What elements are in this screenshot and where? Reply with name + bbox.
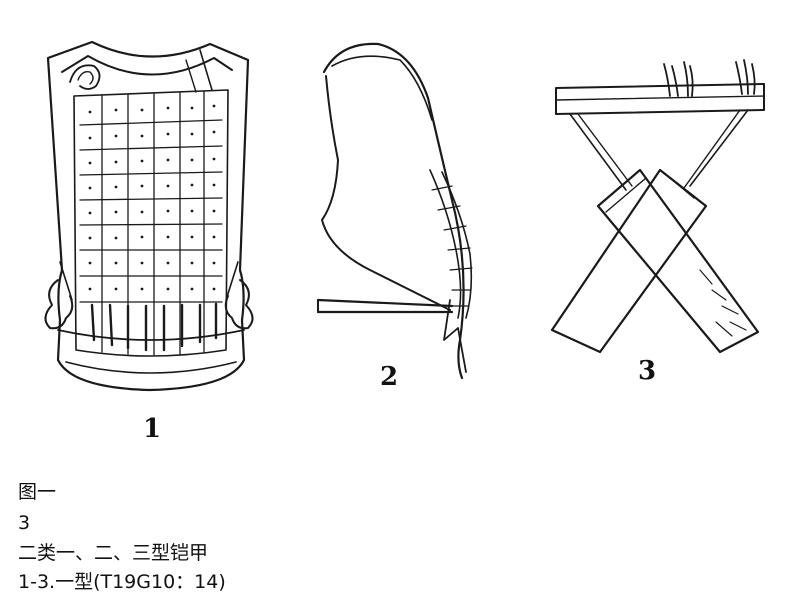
drawing-3-crossed-panels (550, 59, 765, 354)
caption-number: 3 (18, 512, 31, 534)
caption-description: 二类一、二、三型铠甲 (18, 542, 209, 564)
armor-figure: 1 2 3 (44, 40, 765, 444)
drawing-1-armor-front (44, 40, 254, 392)
caption-figure-title: 图一 (18, 481, 57, 503)
panel-label-1: 1 (143, 414, 162, 444)
panel-label-3: 3 (638, 356, 657, 386)
panel-label-2: 2 (380, 362, 399, 392)
armor-drawings (44, 40, 765, 392)
drawing-2-armor-side (316, 42, 473, 380)
caption-specimen: 1-3.一型(T19G10：14) (18, 571, 226, 593)
